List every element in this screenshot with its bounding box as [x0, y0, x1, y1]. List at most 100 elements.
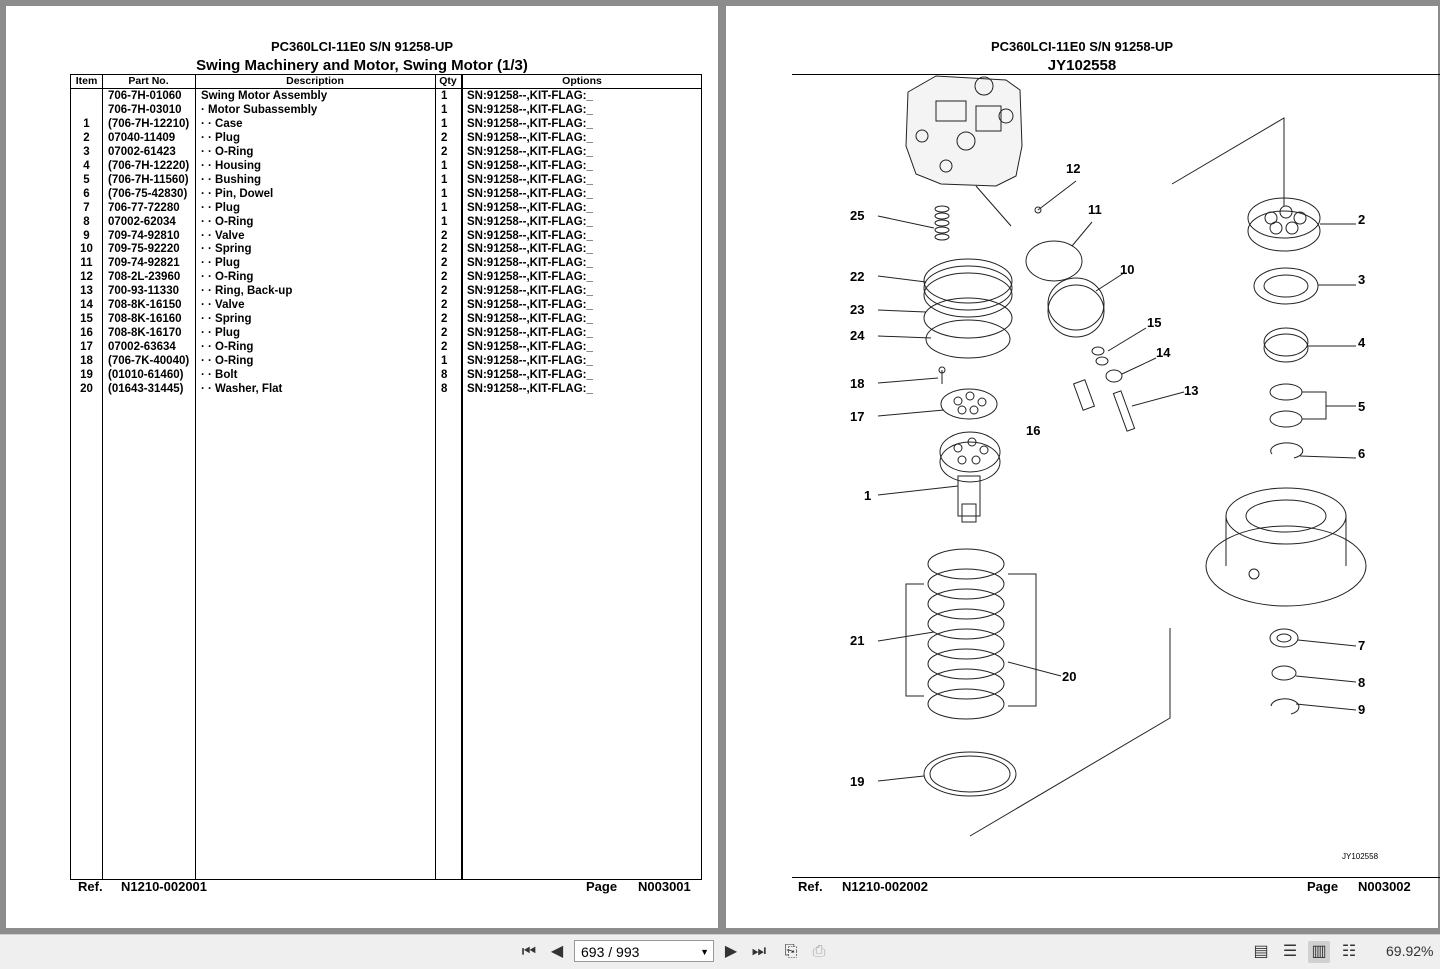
right-page: PC360LCI-11E0 S/N 91258-UP JY102558	[726, 6, 1440, 928]
drawing-id: JY102558	[1047, 57, 1117, 74]
row-item: 20	[80, 382, 93, 395]
two-page-continuous-icon[interactable]: ☷	[1341, 943, 1357, 960]
row-options: SN:91258--,KIT-FLAG:_	[467, 271, 593, 284]
first-page-icon[interactable]: ⏮	[521, 943, 537, 960]
row-part-number: 709-74-92810	[108, 229, 180, 242]
row-options: SN:91258--,KIT-FLAG:_	[467, 117, 593, 130]
col-opt-header: Options	[562, 75, 602, 87]
row-description: · · Washer, Flat	[201, 382, 283, 395]
row-options: SN:91258--,KIT-FLAG:_	[467, 215, 593, 228]
next-page-icon[interactable]: ▶	[724, 943, 738, 960]
row-qty: 1	[441, 90, 448, 102]
row-description: · · Plug	[201, 327, 240, 340]
prev-page-icon[interactable]: ◀	[550, 943, 564, 960]
callout-labels: 1 2 3 4 5 6 7 8 9 10 11 12 13 14 15 16 1…	[850, 161, 1366, 789]
row-part-number: 709-74-92821	[108, 257, 180, 270]
row-qty: 2	[441, 257, 448, 270]
row-options: SN:91258--,KIT-FLAG:_	[467, 327, 593, 340]
two-page-icon[interactable]: ▥	[1308, 941, 1330, 963]
row-part-number: (706-7H-11560)	[108, 173, 189, 186]
parts-table: Item Part No. Description Qty Options 70…	[70, 74, 702, 880]
row-options: SN:91258--,KIT-FLAG:_	[467, 369, 593, 381]
row-part-number: 07002-62034	[108, 215, 176, 228]
row-options: SN:91258--,KIT-FLAG:_	[467, 187, 593, 200]
callout-8: 8	[1358, 675, 1365, 690]
callout-21: 21	[850, 633, 864, 648]
row-description: · · Plug	[201, 257, 240, 270]
row-qty: 2	[441, 243, 448, 256]
callout-12: 12	[1066, 161, 1080, 176]
row-description: · · Ring, Back-up	[201, 285, 293, 298]
row-description: · · Housing	[201, 159, 262, 172]
row-description: · · Valve	[201, 229, 245, 242]
row-qty: 1	[441, 215, 448, 228]
motor-block-drawing	[905, 75, 1023, 227]
row-description: · · Valve	[201, 299, 245, 312]
row-description: · · Case	[201, 117, 243, 130]
row-qty: 2	[441, 327, 448, 340]
row-part-number: (706-7K-40040)	[108, 355, 190, 368]
row-item: 1	[83, 117, 90, 130]
row-options: SN:91258--,KIT-FLAG:_	[467, 159, 593, 172]
zoom-level[interactable]: 69.92%	[1386, 943, 1434, 959]
row-options: SN:91258--,KIT-FLAG:_	[467, 173, 593, 186]
row-item: 19	[80, 369, 93, 381]
row-description: · · O-Ring	[201, 145, 254, 158]
row-part-number: (01643-31445)	[108, 382, 184, 395]
row-options: SN:91258--,KIT-FLAG:_	[467, 131, 593, 144]
row-options: SN:91258--,KIT-FLAG:_	[467, 285, 593, 298]
row-qty: 1	[441, 187, 448, 200]
row-options: SN:91258--,KIT-FLAG:_	[467, 382, 593, 395]
rotate-icon[interactable]: ⎘	[784, 943, 798, 960]
row-qty: 2	[441, 299, 448, 312]
row-qty: 2	[441, 271, 448, 284]
chevron-down-icon[interactable]: ▼	[700, 947, 709, 957]
row-part-number: 706-77-72280	[108, 201, 180, 214]
row-description: · · O-Ring	[201, 341, 254, 354]
row-options: SN:91258--,KIT-FLAG:_	[467, 257, 593, 270]
right-parts-drawing	[1205, 197, 1367, 715]
row-item: 13	[80, 285, 93, 298]
callout-23: 23	[850, 302, 864, 317]
callout-24: 24	[850, 328, 865, 343]
row-description: · · Plug	[201, 201, 240, 214]
viewer-toolbar: ⏮ ◀ 693 / 993 ▼ ▶ ⏭ ⎘ ⎙ ▤ ☰ ▥ ☷ 69.92%	[0, 934, 1440, 969]
row-options: SN:91258--,KIT-FLAG:_	[467, 90, 593, 102]
row-part-number: 07002-61423	[108, 145, 176, 158]
row-options: SN:91258--,KIT-FLAG:_	[467, 313, 593, 326]
fit-icon[interactable]: ⎙	[812, 943, 826, 960]
col-desc-header: Description	[286, 75, 344, 87]
row-part-number: 708-2L-23960	[108, 271, 181, 284]
row-item: 18	[80, 355, 93, 368]
page-number-text: 693 / 993	[581, 944, 640, 960]
row-item: 5	[83, 173, 90, 186]
row-part-number: (01010-61460)	[108, 369, 184, 381]
row-item: 12	[80, 271, 93, 284]
single-page-icon[interactable]: ▤	[1253, 943, 1269, 960]
row-part-number: 708-8K-16150	[108, 299, 182, 312]
row-qty: 2	[441, 229, 448, 242]
callout-20: 20	[1062, 669, 1076, 684]
last-page-icon[interactable]: ⏭	[751, 943, 767, 960]
row-description: · · Plug	[201, 131, 240, 144]
row-part-number: 708-8K-16160	[108, 313, 182, 326]
ref-value-right: N1210-002002	[842, 879, 929, 894]
row-qty: 1	[441, 103, 448, 116]
row-part-number: (706-7H-12220)	[108, 159, 190, 172]
page-number-field[interactable]: 693 / 993 ▼	[574, 940, 714, 962]
page-title: Swing Machinery and Motor, Swing Motor (…	[196, 57, 528, 74]
callout-16: 16	[1026, 423, 1040, 438]
row-options: SN:91258--,KIT-FLAG:_	[467, 229, 593, 242]
continuous-icon[interactable]: ☰	[1282, 943, 1298, 960]
col-item-header: Item	[75, 75, 98, 87]
row-description: · Motor Subassembly	[201, 103, 318, 116]
row-options: SN:91258--,KIT-FLAG:_	[467, 103, 593, 116]
exploded-parts-diagram: 1 2 3 4 5 6 7 8 9 10 11 12 13 14 15 16 1…	[850, 75, 1379, 861]
callout-11: 11	[1088, 202, 1102, 217]
